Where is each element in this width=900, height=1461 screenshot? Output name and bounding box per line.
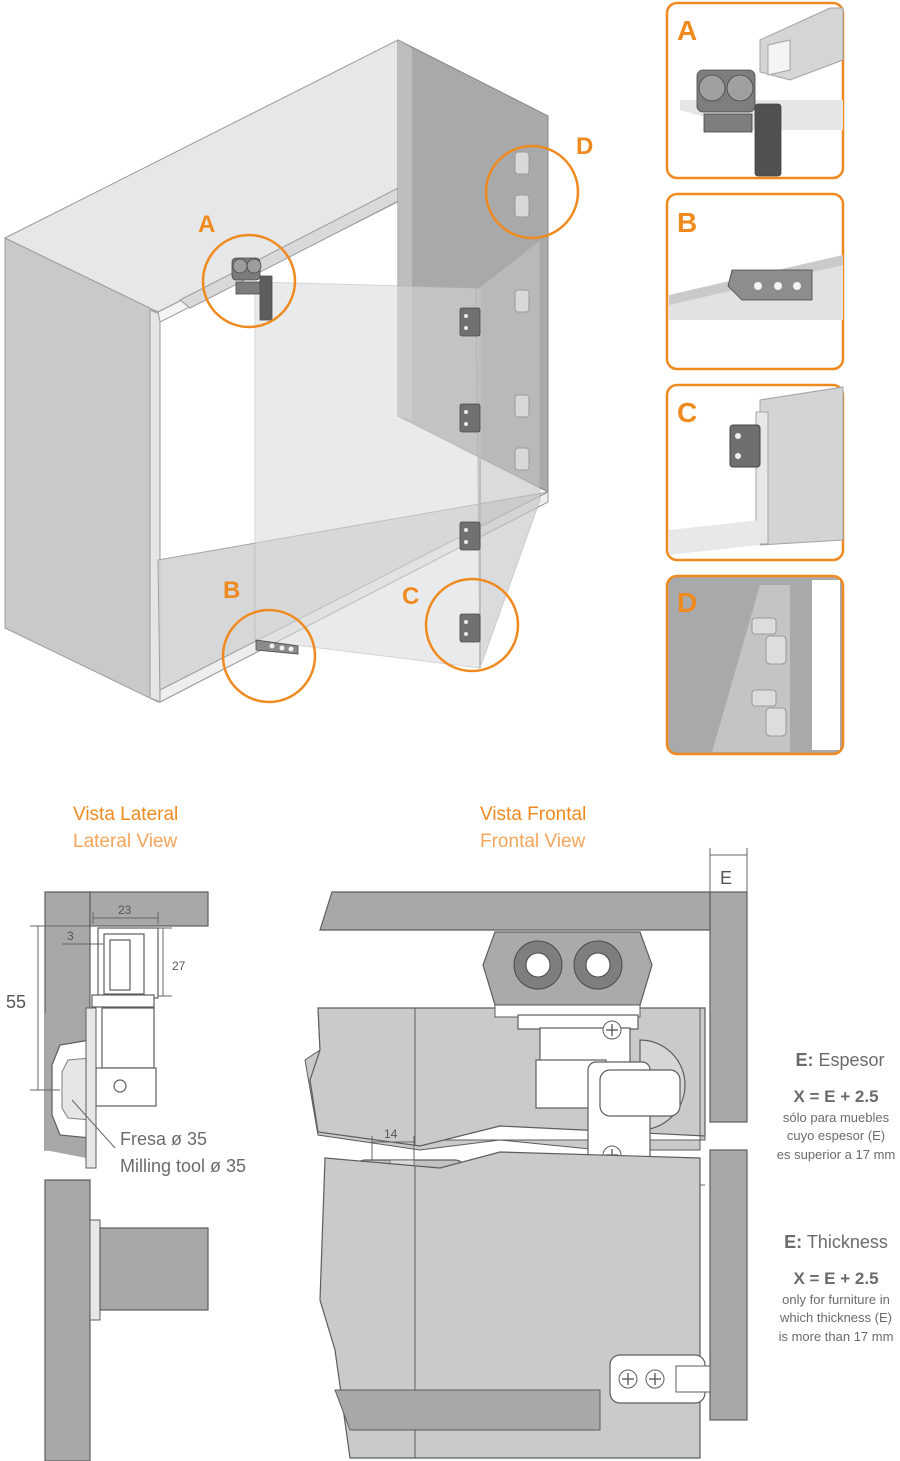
lateral-dim-23: 23 (118, 903, 132, 917)
detail-panel-c: C (665, 383, 845, 562)
note-en-line3: is more than 17 mm (779, 1329, 894, 1344)
frontal-dim-e: E (720, 868, 732, 888)
frontal-view: Vista Frontal Frontal View E (304, 804, 748, 1459)
milling-label-en: Milling tool ø 35 (120, 1156, 246, 1176)
notes-spanish: E: Espesor X = E + 2.5 sólo para muebles… (777, 1050, 896, 1162)
lateral-dim-27: 27 (172, 959, 186, 973)
lateral-dim-55: 55 (6, 992, 26, 1012)
frontal-view-title-es: Vista Frontal (480, 804, 586, 825)
lateral-dim-3: 3 (67, 929, 74, 943)
note-en-line2: which thickness (E) (779, 1310, 892, 1325)
note-es-line3: es superior a 17 mm (777, 1147, 896, 1162)
note-es-line2: cuyo espesor (E) (787, 1128, 885, 1143)
callout-label-b: B (223, 577, 240, 604)
note-es-e-text: Espesor (813, 1050, 884, 1070)
detail-panel-d: D (665, 574, 845, 756)
note-es-heading: E: Espesor (795, 1050, 884, 1070)
milling-label-es: Fresa ø 35 (120, 1129, 207, 1149)
callout-circle-c (424, 577, 520, 673)
note-es-line1: sólo para muebles (783, 1110, 890, 1125)
frontal-view-title-en: Frontal View (480, 831, 586, 852)
lateral-view-title-es: Vista Lateral (73, 804, 178, 825)
callout-label-c: C (402, 583, 419, 610)
note-es-formula: X = E + 2.5 (793, 1087, 878, 1106)
callout-circle-b (221, 608, 317, 704)
callout-label-a: A (198, 211, 215, 238)
note-en-e-label: E: (784, 1232, 802, 1252)
detail-label-c: C (677, 397, 697, 428)
detail-panel-b: B (665, 192, 845, 371)
callout-label-d: D (576, 133, 593, 160)
callout-circles (201, 144, 580, 704)
callout-circle-a (201, 233, 297, 329)
detail-panel-a: A (665, 1, 845, 180)
lateral-view: Vista Lateral Lateral View (6, 804, 246, 1461)
note-en-heading: E: Thickness (784, 1232, 888, 1252)
note-en-formula: X = E + 2.5 (793, 1269, 878, 1288)
callout-circle-d (484, 144, 580, 240)
lateral-view-title-en: Lateral View (73, 831, 177, 852)
cabinet-illustration (3, 39, 550, 703)
frontal-dim-14: 14 (384, 1127, 398, 1141)
detail-label-a: A (677, 15, 697, 46)
notes-english: E: Thickness X = E + 2.5 only for furnit… (779, 1232, 894, 1344)
note-es-e-label: E: (795, 1050, 813, 1070)
detail-label-b: B (677, 207, 697, 238)
detail-label-d: D (677, 587, 697, 618)
note-en-line1: only for furniture in (782, 1292, 890, 1307)
note-en-e-text: Thickness (802, 1232, 888, 1252)
